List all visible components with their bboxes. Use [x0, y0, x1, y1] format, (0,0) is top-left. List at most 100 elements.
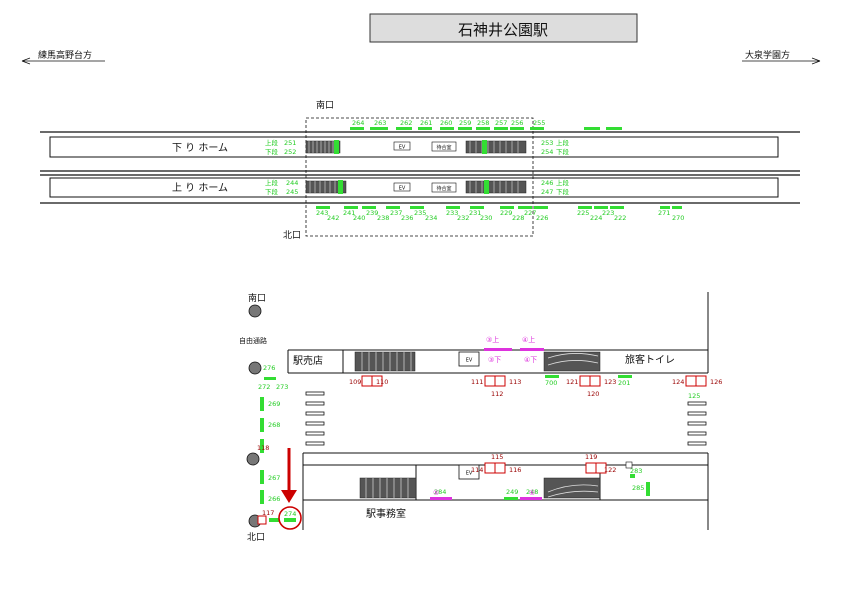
mag-marker — [520, 497, 542, 500]
number-label: 226 — [536, 214, 548, 222]
number-label: 266 — [268, 495, 280, 503]
station-office-label: 駅事務室 — [366, 507, 406, 520]
number-label: 262 — [400, 119, 412, 127]
stairs-down-left — [305, 140, 341, 154]
tag-label: 上段 — [265, 138, 279, 147]
number-label: 263 — [374, 119, 386, 127]
number-label: 245 — [286, 188, 298, 196]
top-north-exit-label: 北口 — [283, 230, 301, 241]
ev-box-south — [458, 464, 480, 480]
crosswalk-right — [687, 401, 707, 446]
sign-marker — [646, 482, 650, 496]
sign-marker — [260, 470, 264, 484]
number-label: 235 — [414, 209, 426, 217]
number-label: 118 — [257, 444, 269, 452]
number-label: 116 — [509, 466, 521, 474]
ev-label-north: EV — [466, 358, 473, 364]
number-label: 261 — [420, 119, 432, 127]
number-label: 233 — [446, 209, 458, 217]
number-label: 109 — [349, 378, 361, 386]
number-label: 284 — [434, 488, 446, 496]
number-label: 231 — [469, 209, 481, 217]
number-label: 115 — [491, 453, 503, 461]
direction-left-label: 練馬高野台方 — [38, 49, 92, 61]
number-label: 269 — [268, 400, 280, 408]
waiting-room-down — [431, 141, 457, 152]
number-label: 234 — [425, 214, 437, 222]
number-label: 113 — [509, 378, 521, 386]
number-label: 264 — [352, 119, 364, 127]
track-plan: 下 り ホーム 上 り ホーム 南口 北口 EV EV — [40, 99, 800, 241]
sign-marker — [482, 140, 487, 154]
number-label: 223 — [602, 209, 614, 217]
number-label: 112 — [491, 390, 503, 398]
number-label: 123 — [604, 378, 616, 386]
toilet-label: 旅客トイレ — [625, 353, 675, 366]
number-label: 283 — [630, 467, 642, 475]
mag-marker — [430, 497, 452, 500]
escalator-south-right — [543, 477, 601, 499]
number-label: 201 — [618, 379, 630, 387]
number-label: 124 — [672, 378, 684, 386]
sign-marker — [334, 140, 339, 154]
number-label: 270 — [672, 214, 684, 222]
sign-marker — [260, 397, 264, 411]
tag-label: 下段 — [556, 187, 570, 196]
number-label: 110 — [376, 378, 388, 386]
tag-label: 下段 — [556, 147, 570, 156]
waiting-room-label-up: 待合室 — [436, 185, 451, 192]
concourse-north-exit-label: 北口 — [247, 532, 265, 543]
number-label: 248 — [526, 488, 538, 496]
concourse-area-outline — [305, 117, 534, 237]
ev-box-up — [393, 182, 411, 192]
ev-box-north — [458, 351, 480, 367]
page-title: 石神井公園駅 — [458, 21, 548, 39]
number-label: 258 — [477, 119, 489, 127]
number-label: 256 — [511, 119, 523, 127]
number-label: 246 — [541, 179, 553, 187]
direction-left-arrow — [21, 57, 105, 65]
concourse-south-exit-label: 南口 — [248, 292, 266, 304]
tag-label: 下段 — [265, 147, 279, 156]
sign-marker — [338, 180, 343, 194]
escalator-north-right — [543, 351, 601, 372]
sign-marker — [545, 375, 559, 378]
mag-label: ⑤ — [433, 489, 439, 497]
number-label: 254 — [541, 148, 553, 156]
number-label: 252 — [284, 148, 296, 156]
number-label: 120 — [587, 390, 599, 398]
sign-marker — [630, 474, 635, 478]
number-label: 259 — [459, 119, 471, 127]
stairs-up-left — [305, 180, 347, 194]
number-label: 257 — [495, 119, 507, 127]
sign-marker — [284, 518, 296, 522]
south-exit-marker — [248, 304, 262, 318]
number-label: 224 — [590, 214, 602, 222]
number-label: 271 — [658, 209, 670, 217]
number-label: 243 — [316, 209, 328, 217]
tag-label: 上段 — [556, 178, 570, 187]
ev-label-south: EV — [466, 471, 473, 477]
number-label: 249 — [506, 488, 518, 496]
number-label: 240 — [353, 214, 365, 222]
number-label: 238 — [377, 214, 389, 222]
mag-label: ④上 — [522, 335, 535, 344]
sign-marker — [260, 490, 264, 504]
mag-marker — [484, 348, 512, 351]
tag-label: 下段 — [265, 187, 279, 196]
number-label: 236 — [401, 214, 413, 222]
number-label: 260 — [440, 119, 452, 127]
number-label: 227 — [524, 209, 536, 217]
number-label: 225 — [577, 209, 589, 217]
number-label: 272 — [258, 383, 270, 391]
number-label: 285 — [632, 484, 644, 492]
tag-label: 上段 — [556, 138, 570, 147]
number-label: 117 — [262, 509, 274, 517]
number-label: 274 — [284, 510, 296, 518]
number-label: 232 — [457, 214, 469, 222]
stairs-north-left — [354, 351, 416, 372]
number-label: 239 — [366, 209, 378, 217]
ev-label-up: EV — [399, 186, 406, 192]
sign-marker — [618, 375, 632, 378]
